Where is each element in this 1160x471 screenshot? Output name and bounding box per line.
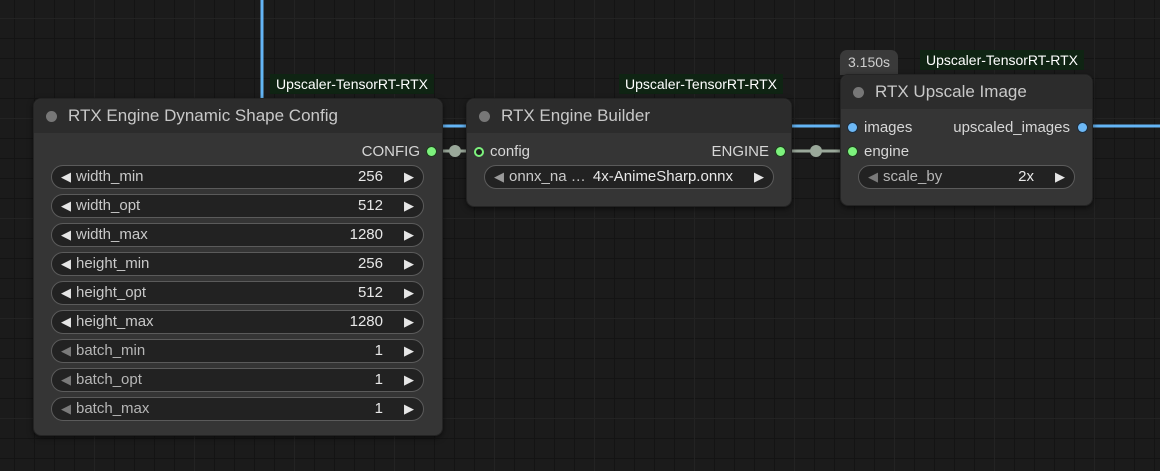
output-slot-upscaled-images[interactable]: upscaled_images	[953, 118, 1070, 138]
widget-label: height_min	[76, 255, 150, 272]
decrement-arrow-icon[interactable]: ◀	[61, 169, 71, 184]
collapse-dot-icon[interactable]	[479, 111, 490, 122]
decrement-arrow-icon[interactable]: ◀	[61, 314, 71, 329]
node-rtx-upscale-image[interactable]: RTX Upscale Image images upscaled_images…	[840, 74, 1093, 206]
group-label: Upscaler-TensorRT-RTX	[270, 74, 434, 94]
output-connector-dot[interactable]	[776, 147, 785, 156]
output-slot-label: CONFIG	[361, 143, 420, 160]
decrement-arrow-icon[interactable]: ◀	[61, 198, 71, 213]
collapse-dot-icon[interactable]	[46, 111, 57, 122]
output-slot-config[interactable]: CONFIG	[362, 142, 420, 162]
output-slot-engine[interactable]: ENGINE	[711, 142, 769, 162]
input-slot-images[interactable]: images	[864, 118, 912, 138]
widget-value[interactable]: 512	[357, 284, 383, 301]
node-title: RTX Upscale Image	[875, 82, 1027, 101]
widget-value[interactable]: 512	[357, 197, 383, 214]
decrement-arrow-icon[interactable]: ◀	[868, 169, 878, 184]
batch-opt-widget[interactable]: ◀ batch_opt 1 ▶	[51, 368, 424, 392]
input-slot-label: engine	[864, 143, 910, 160]
width-max-widget[interactable]: ◀ width_max 1280 ▶	[51, 223, 424, 247]
widget-value[interactable]: 256	[357, 255, 383, 272]
input-connector-dot[interactable]	[848, 123, 857, 132]
widget-label: height_opt	[76, 284, 147, 301]
increment-arrow-icon[interactable]: ▶	[404, 372, 414, 387]
previous-arrow-icon[interactable]: ◀	[494, 169, 504, 184]
decrement-arrow-icon[interactable]: ◀	[61, 285, 71, 300]
output-connector-dot[interactable]	[1078, 123, 1087, 132]
engine-wire-midpoint	[810, 145, 822, 157]
execution-time-badge: 3.150s	[840, 50, 899, 75]
widget-value[interactable]: 1280	[349, 226, 383, 243]
widget-value[interactable]: 1	[374, 342, 383, 359]
output-slot-label: ENGINE	[711, 143, 769, 160]
node-title-bar[interactable]: RTX Engine Builder	[467, 99, 791, 133]
group-label: Upscaler-TensorRT-RTX	[920, 50, 1084, 70]
increment-arrow-icon[interactable]: ▶	[404, 198, 414, 213]
input-slot-label: config	[490, 143, 531, 160]
decrement-arrow-icon[interactable]: ◀	[61, 227, 71, 242]
scale-by-widget[interactable]: ◀ scale_by 2x ▶	[858, 165, 1075, 189]
node-title: RTX Engine Builder	[501, 106, 650, 125]
node-title: RTX Engine Dynamic Shape Config	[68, 106, 338, 125]
group-label: Upscaler-TensorRT-RTX	[619, 74, 783, 94]
increment-arrow-icon[interactable]: ▶	[404, 227, 414, 242]
decrement-arrow-icon[interactable]: ◀	[61, 401, 71, 416]
input-connector-dot[interactable]	[474, 147, 484, 157]
widget-value[interactable]: 1	[374, 371, 383, 388]
width-opt-widget[interactable]: ◀ width_opt 512 ▶	[51, 194, 424, 218]
widget-value[interactable]: 2x	[1018, 168, 1034, 185]
widget-label: batch_max	[76, 400, 150, 417]
decrement-arrow-icon[interactable]: ◀	[61, 343, 71, 358]
node-title-bar[interactable]: RTX Engine Dynamic Shape Config	[34, 99, 442, 133]
widget-label: width_min	[76, 168, 144, 185]
widget-label: onnx_na …	[509, 168, 586, 185]
output-connector-dot[interactable]	[427, 147, 436, 156]
increment-arrow-icon[interactable]: ▶	[404, 314, 414, 329]
node-rtx-engine-builder[interactable]: RTX Engine Builder config ENGINE ◀ onnx_…	[466, 98, 792, 207]
increment-arrow-icon[interactable]: ▶	[404, 285, 414, 300]
decrement-arrow-icon[interactable]: ◀	[61, 372, 71, 387]
height-min-widget[interactable]: ◀ height_min 256 ▶	[51, 252, 424, 276]
width-min-widget[interactable]: ◀ width_min 256 ▶	[51, 165, 424, 189]
input-slot-label: images	[864, 119, 913, 136]
input-slot-config[interactable]: config	[490, 142, 530, 162]
height-max-widget[interactable]: ◀ height_max 1280 ▶	[51, 310, 424, 334]
widget-label: height_max	[76, 313, 154, 330]
batch-max-widget[interactable]: ◀ batch_max 1 ▶	[51, 397, 424, 421]
decrement-arrow-icon[interactable]: ◀	[61, 256, 71, 271]
widget-label: batch_opt	[76, 371, 142, 388]
increment-arrow-icon[interactable]: ▶	[404, 256, 414, 271]
node-title-bar[interactable]: RTX Upscale Image	[841, 75, 1092, 109]
input-connector-dot[interactable]	[848, 147, 857, 156]
widget-label: width_max	[76, 226, 148, 243]
increment-arrow-icon[interactable]: ▶	[1055, 169, 1065, 184]
output-slot-label: upscaled_images	[953, 119, 1070, 136]
widget-label: batch_min	[76, 342, 146, 359]
widget-value[interactable]: 1280	[349, 313, 383, 330]
node-rtx-engine-dynamic-shape-config[interactable]: RTX Engine Dynamic Shape Config CONFIG ◀…	[33, 98, 443, 436]
increment-arrow-icon[interactable]: ▶	[404, 169, 414, 184]
widget-label: width_opt	[76, 197, 141, 214]
batch-min-widget[interactable]: ◀ batch_min 1 ▶	[51, 339, 424, 363]
increment-arrow-icon[interactable]: ▶	[404, 343, 414, 358]
config-wire-midpoint	[449, 145, 461, 157]
height-opt-widget[interactable]: ◀ height_opt 512 ▶	[51, 281, 424, 305]
onnx-name-combo[interactable]: ◀ onnx_na … 4x-AnimeSharp.onnx ▶	[484, 165, 774, 189]
collapse-dot-icon[interactable]	[853, 87, 864, 98]
widget-value[interactable]: 256	[357, 168, 383, 185]
next-arrow-icon[interactable]: ▶	[754, 169, 764, 184]
increment-arrow-icon[interactable]: ▶	[404, 401, 414, 416]
widget-value[interactable]: 1	[374, 400, 383, 417]
input-slot-engine[interactable]: engine	[864, 142, 909, 162]
widget-value[interactable]: 4x-AnimeSharp.onnx	[592, 168, 733, 185]
widget-label: scale_by	[883, 168, 943, 185]
